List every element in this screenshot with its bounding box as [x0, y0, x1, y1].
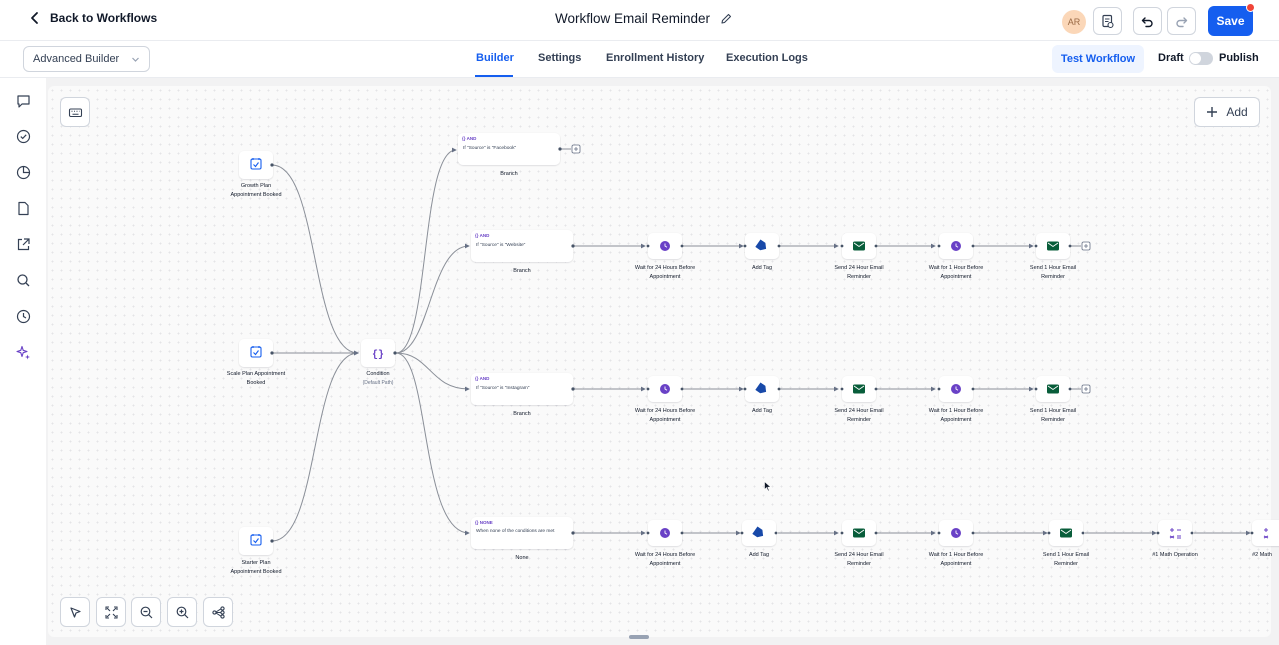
sub-bar: Advanced Builder Builder Settings Enroll…	[0, 41, 1279, 78]
branch-tag: {} AND	[462, 136, 477, 141]
action-label: Add Tag	[748, 552, 770, 558]
tab-enrollment-history[interactable]: Enrollment History	[606, 52, 705, 64]
search-icon[interactable]	[15, 272, 32, 289]
undo-button[interactable]	[1133, 7, 1162, 35]
add-node-button[interactable]: Add	[1194, 97, 1260, 127]
draft-label: Draft	[1158, 52, 1184, 64]
branch-label: None	[515, 555, 529, 561]
tab-settings[interactable]: Settings	[538, 52, 582, 64]
history-icon[interactable]	[15, 308, 32, 325]
file-icon[interactable]	[15, 200, 32, 217]
action-label: Add Tag	[751, 408, 773, 414]
condition-label: Condition(Default Path)	[362, 371, 394, 386]
tab-execution-logs[interactable]: Execution Logs	[726, 52, 808, 64]
left-sidebar	[0, 78, 46, 645]
branch-tag: {} AND	[475, 233, 490, 238]
keyboard-icon	[68, 107, 82, 117]
branch-tag: {} NONE	[475, 520, 493, 525]
pencil-icon[interactable]	[720, 12, 733, 25]
external-link-icon[interactable]	[15, 236, 32, 253]
workflow-title: Workflow Email Reminder	[555, 11, 733, 26]
chevron-left-icon	[31, 12, 38, 24]
unsaved-indicator	[1246, 3, 1255, 12]
publish-toggle[interactable]	[1189, 52, 1213, 65]
zoom-out-button[interactable]	[131, 597, 161, 627]
tab-builder[interactable]: Builder	[476, 52, 514, 64]
pie-chart-icon[interactable]	[15, 164, 32, 181]
action-label: #1 Math Operation	[1152, 552, 1198, 558]
check-circle-icon[interactable]	[15, 128, 32, 145]
workflow-notes-button[interactable]	[1093, 7, 1122, 35]
active-tab-indicator	[475, 75, 513, 77]
select-tool-button[interactable]	[60, 597, 90, 627]
branch-label: Branch	[513, 268, 531, 274]
builder-mode-select[interactable]: Advanced Builder	[23, 46, 150, 72]
zoom-out-icon	[140, 606, 152, 618]
sparkles-icon[interactable]	[15, 344, 32, 361]
action-label: #2 Math	[1252, 552, 1272, 558]
hierarchy-icon	[211, 605, 225, 619]
back-to-workflows-link[interactable]: Back to Workflows	[28, 11, 157, 25]
zoom-in-button[interactable]	[167, 597, 197, 627]
branch-label: Branch	[500, 171, 518, 177]
cursor-arrow-icon	[69, 606, 81, 618]
avatar[interactable]: AR	[1062, 10, 1086, 34]
redo-button[interactable]	[1167, 7, 1196, 35]
branch-label: Branch	[513, 411, 531, 417]
add-label: Add	[1226, 105, 1248, 119]
mouse-pointer-icon	[764, 481, 772, 492]
builder-mode-value: Advanced Builder	[33, 53, 120, 65]
fit-view-button[interactable]	[96, 597, 126, 627]
chat-bubble-icon[interactable]	[15, 93, 32, 110]
branch-condition-text: If "Source" is "Facebook"	[463, 146, 517, 151]
keyboard-shortcuts-button[interactable]	[60, 97, 90, 127]
back-label: Back to Workflows	[50, 11, 158, 25]
chevron-down-icon	[132, 57, 139, 62]
publish-label: Publish	[1219, 52, 1259, 64]
test-workflow-button[interactable]: Test Workflow	[1052, 45, 1144, 73]
action-label: Add Tag	[751, 265, 773, 271]
branch-condition-text: If "Source" is "Instagram"	[476, 386, 530, 391]
top-bar: Back to Workflows Workflow Email Reminde…	[0, 0, 1279, 41]
panel-resize-handle[interactable]	[629, 635, 649, 639]
undo-icon	[1141, 16, 1153, 27]
document-check-icon	[1102, 14, 1114, 28]
redo-icon	[1176, 16, 1188, 27]
expand-icon	[104, 605, 118, 619]
zoom-in-icon	[176, 606, 188, 618]
workflow-title-text: Workflow Email Reminder	[555, 11, 711, 26]
save-button[interactable]: Save	[1208, 6, 1253, 36]
branch-condition-text: If "Source" is "Website"	[476, 243, 526, 248]
branch-tag: {} AND	[475, 376, 490, 381]
auto-layout-button[interactable]	[203, 597, 233, 627]
branch-condition-text: When none of the conditions are met	[476, 529, 555, 534]
plus-icon	[1207, 107, 1218, 117]
